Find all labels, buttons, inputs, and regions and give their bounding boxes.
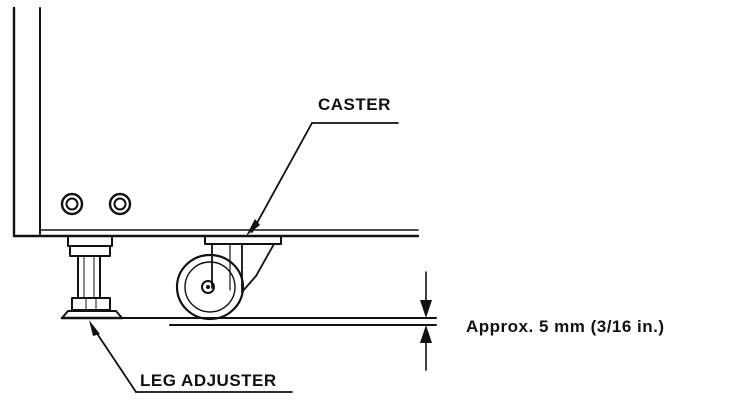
dimension-arrows bbox=[420, 271, 432, 371]
leg-adjuster bbox=[60, 235, 124, 320]
bolt-heads bbox=[60, 192, 132, 216]
caster-leader bbox=[246, 122, 399, 236]
caster bbox=[175, 235, 282, 321]
leg-adjuster-leader bbox=[89, 320, 293, 393]
leg-adjuster-label: LEG ADJUSTER bbox=[140, 371, 277, 390]
caster-label: CASTER bbox=[318, 95, 391, 114]
cabinet-body bbox=[12, 6, 420, 238]
clearance-label: Approx. 5 mm (3/16 in.) bbox=[466, 317, 665, 336]
clearance-lines bbox=[121, 317, 437, 326]
